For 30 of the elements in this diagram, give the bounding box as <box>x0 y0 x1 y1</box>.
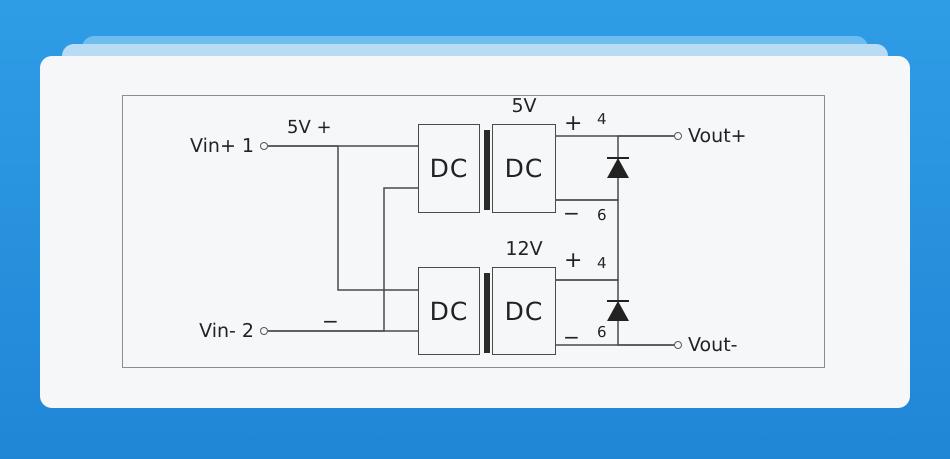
terminal-label: Vout- <box>688 334 738 356</box>
terminal-label: Vout+ <box>688 125 747 147</box>
pin-label: − <box>322 311 339 331</box>
diode-symbol <box>606 299 630 323</box>
pin-label: − <box>563 327 580 347</box>
converter-label: DC <box>504 296 544 326</box>
wire <box>556 199 619 281</box>
wire <box>617 135 674 156</box>
converter-label: DC <box>430 154 468 183</box>
pin-label: − <box>563 203 580 223</box>
pin-label: 5V + <box>287 119 332 137</box>
voltage-label: 5V <box>510 95 538 117</box>
terminal-label: Vin+ 1 <box>190 135 254 157</box>
pin-label: 6 <box>597 325 607 340</box>
diode-symbol <box>606 156 630 180</box>
converter-label: DC <box>504 154 544 183</box>
wire <box>556 279 619 299</box>
pin-label: 4 <box>597 256 607 271</box>
terminal-label: Vin- 2 <box>199 320 254 342</box>
wire <box>268 145 418 291</box>
converter-box <box>418 124 480 213</box>
wire <box>556 344 674 346</box>
pin-label: 6 <box>597 208 607 223</box>
pin-label: + <box>564 250 582 272</box>
converter-box <box>418 267 480 355</box>
pin-label: + <box>564 113 582 135</box>
wire <box>268 187 418 332</box>
converter-label: DC <box>430 296 468 326</box>
pin-label: 4 <box>597 112 607 127</box>
voltage-label: 12V <box>504 238 544 260</box>
